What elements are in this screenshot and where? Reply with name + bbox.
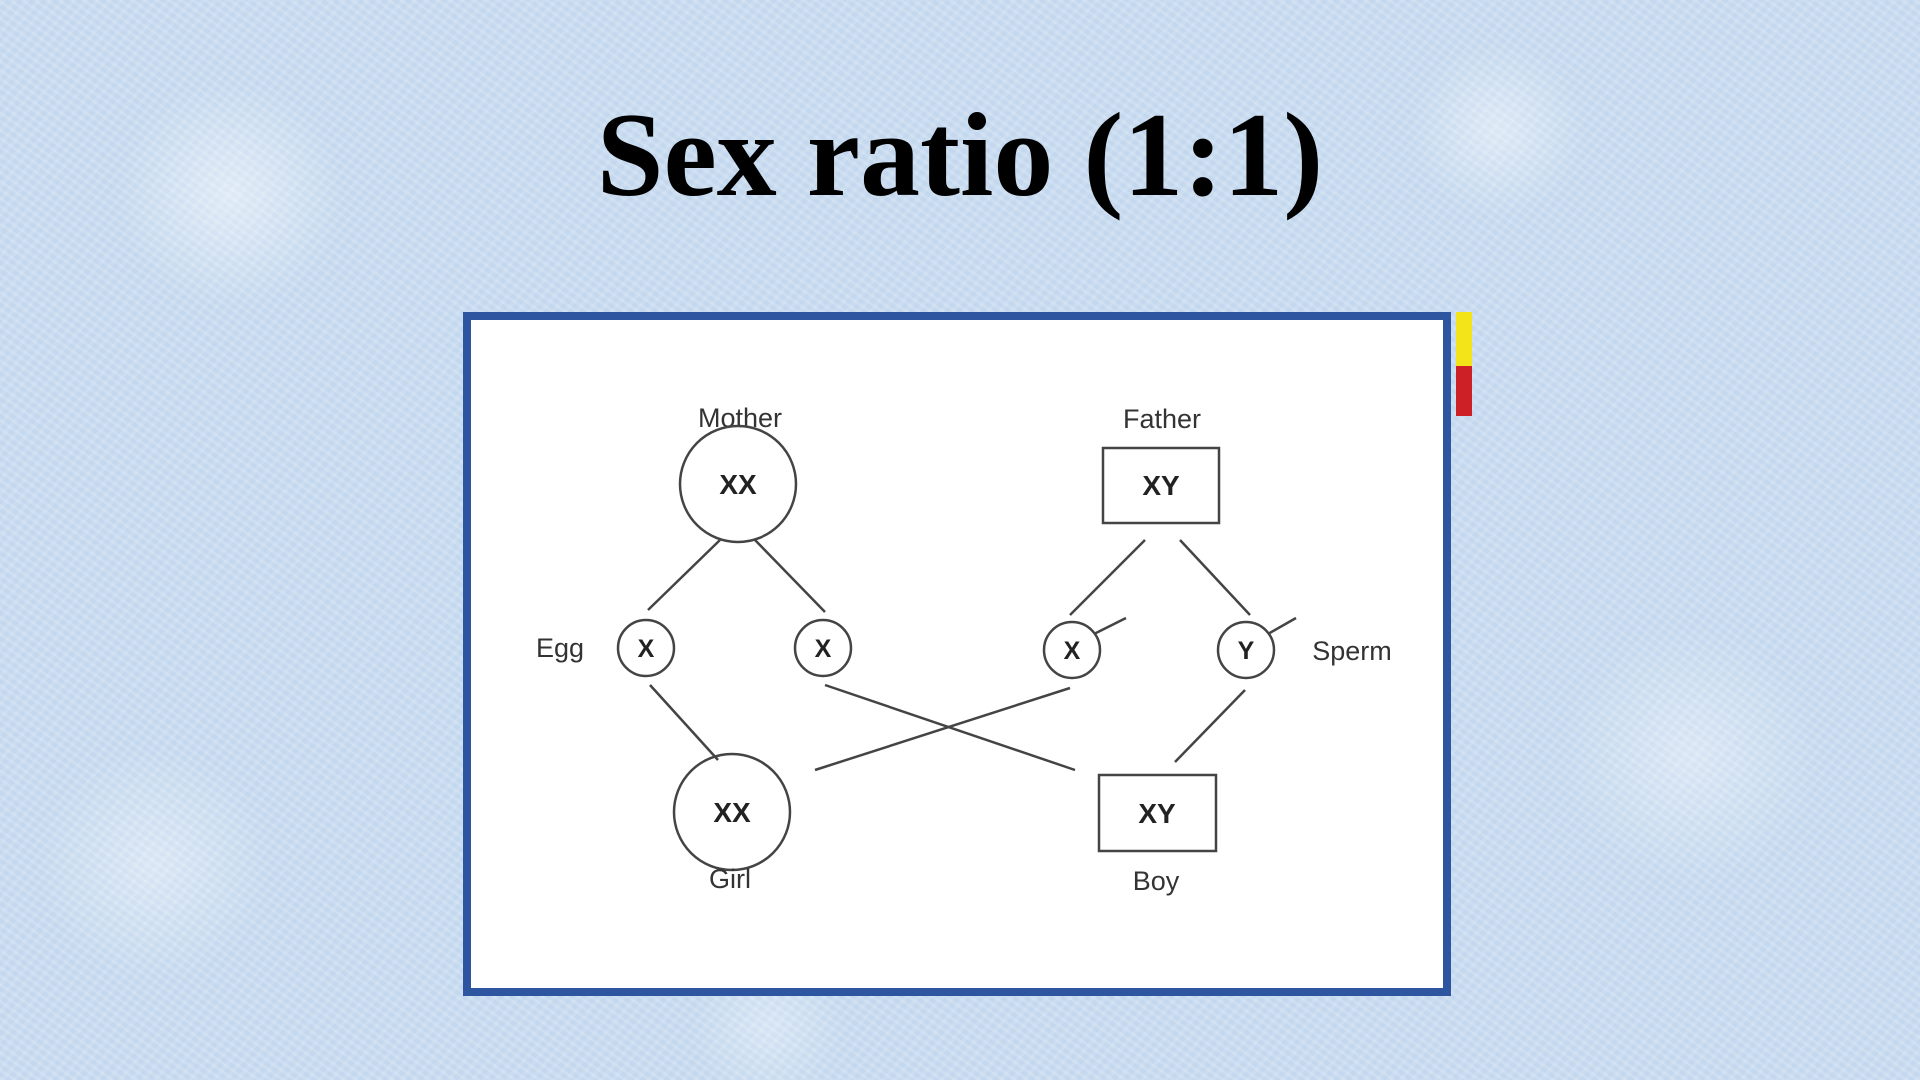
sperm-1-tail [1093,616,1127,636]
father-to-sperm1-line [1069,539,1146,616]
mother-genotype: XX [719,469,757,500]
girl-genotype: XX [713,797,751,828]
girl-label: Girl [709,864,751,894]
slide-title: Sex ratio (1:1) [596,88,1324,221]
egg-2-allele: X [815,635,832,663]
father-genotype: XY [1142,470,1180,501]
mother-label: Mother [698,403,782,433]
mother-to-egg1-line [647,539,721,611]
father-node [1101,446,1221,525]
girl-node [672,752,792,872]
egg-1-node [616,618,676,678]
boy-genotype: XY [1138,798,1176,829]
accent-bar-red [1456,366,1472,416]
sperm1-to-girl-line [814,686,1071,772]
sperm-1-allele: X [1064,637,1081,665]
mother-node [678,424,798,544]
diagram-frame [463,312,1451,996]
accent-bar-yellow [1456,312,1472,366]
egg-label: Egg [536,633,584,663]
egg-1-allele: X [638,635,655,663]
boy-node [1097,773,1218,853]
sperm-2-node [1216,620,1276,680]
mother-to-egg2-line [754,539,826,613]
sperm-1-node [1042,620,1102,680]
egg-2-node [793,618,853,678]
egg1-to-girl-line [649,684,719,761]
sperm2-to-boy-line [1174,689,1246,763]
sperm-2-tail [1267,616,1297,636]
father-to-sperm2-line [1179,539,1251,616]
father-label: Father [1123,404,1201,434]
sperm-2-allele: Y [1238,637,1255,665]
boy-label: Boy [1133,866,1180,896]
sperm-label: Sperm [1312,636,1392,666]
